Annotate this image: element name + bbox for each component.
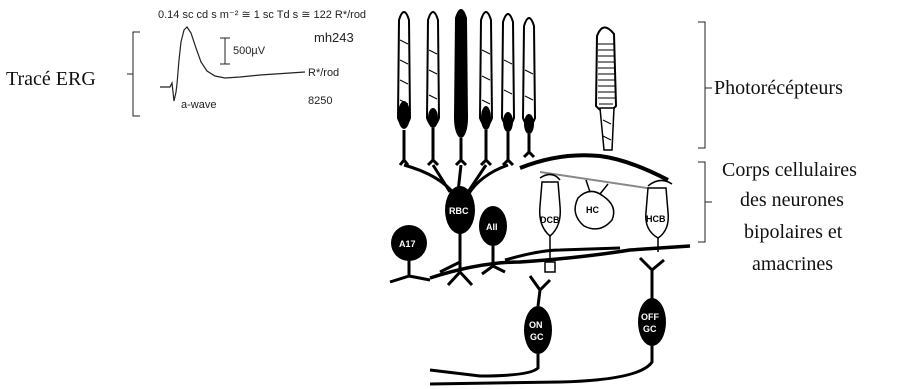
rbc-label: RBC — [449, 206, 469, 216]
cell-bodies-label-line1: Corps cellulaires — [722, 159, 857, 181]
cell-bodies-label-line4: amacrines — [752, 253, 833, 275]
cone-photoreceptor — [596, 27, 616, 150]
erg-scale-label: 500µV — [233, 45, 266, 57]
erg-trace — [160, 27, 305, 101]
hc-label: HC — [586, 205, 599, 215]
a17-label: A17 — [399, 239, 416, 249]
off-gc-label-1: OFF — [641, 312, 659, 322]
off-gc-label-2: GC — [643, 324, 657, 334]
erg-stimulus-text: 0.14 sc cd s m⁻² ≅ 1 sc Td s ≅ 122 R*/ro… — [158, 9, 366, 21]
on-gc-label-1: ON — [529, 320, 543, 330]
on-gc-label-2: GC — [530, 332, 544, 342]
hcb-label: HCB — [646, 214, 666, 224]
on-gc-cell: ON GC — [430, 276, 552, 376]
cell-bodies-label-line3: bipolaires et — [744, 221, 843, 243]
hcb-cell: HCB — [646, 180, 672, 252]
aii-label: AII — [486, 222, 498, 232]
erg-a-wave-label: a-wave — [181, 99, 216, 111]
erg-scale-bar — [220, 38, 230, 64]
erg-bracket — [127, 32, 140, 116]
dcb-label: DCB — [540, 215, 560, 225]
hc-cell: HC — [575, 180, 614, 229]
a17-cell: A17 — [390, 225, 430, 282]
erg-subject-id: mh243 — [314, 30, 354, 45]
erg-trace-label: Tracé ERG — [6, 68, 96, 90]
cell-bodies-label-line2: des neurones — [740, 189, 844, 211]
erg-unit-value: 8250 — [308, 95, 332, 107]
photoreceptors-bracket — [698, 22, 712, 148]
erg-unit-label: R*/rod — [308, 67, 339, 79]
rod-axons — [400, 128, 534, 165]
cell-bodies-bracket — [698, 162, 712, 242]
photoreceptors-label: Photorécépteurs — [714, 77, 843, 99]
